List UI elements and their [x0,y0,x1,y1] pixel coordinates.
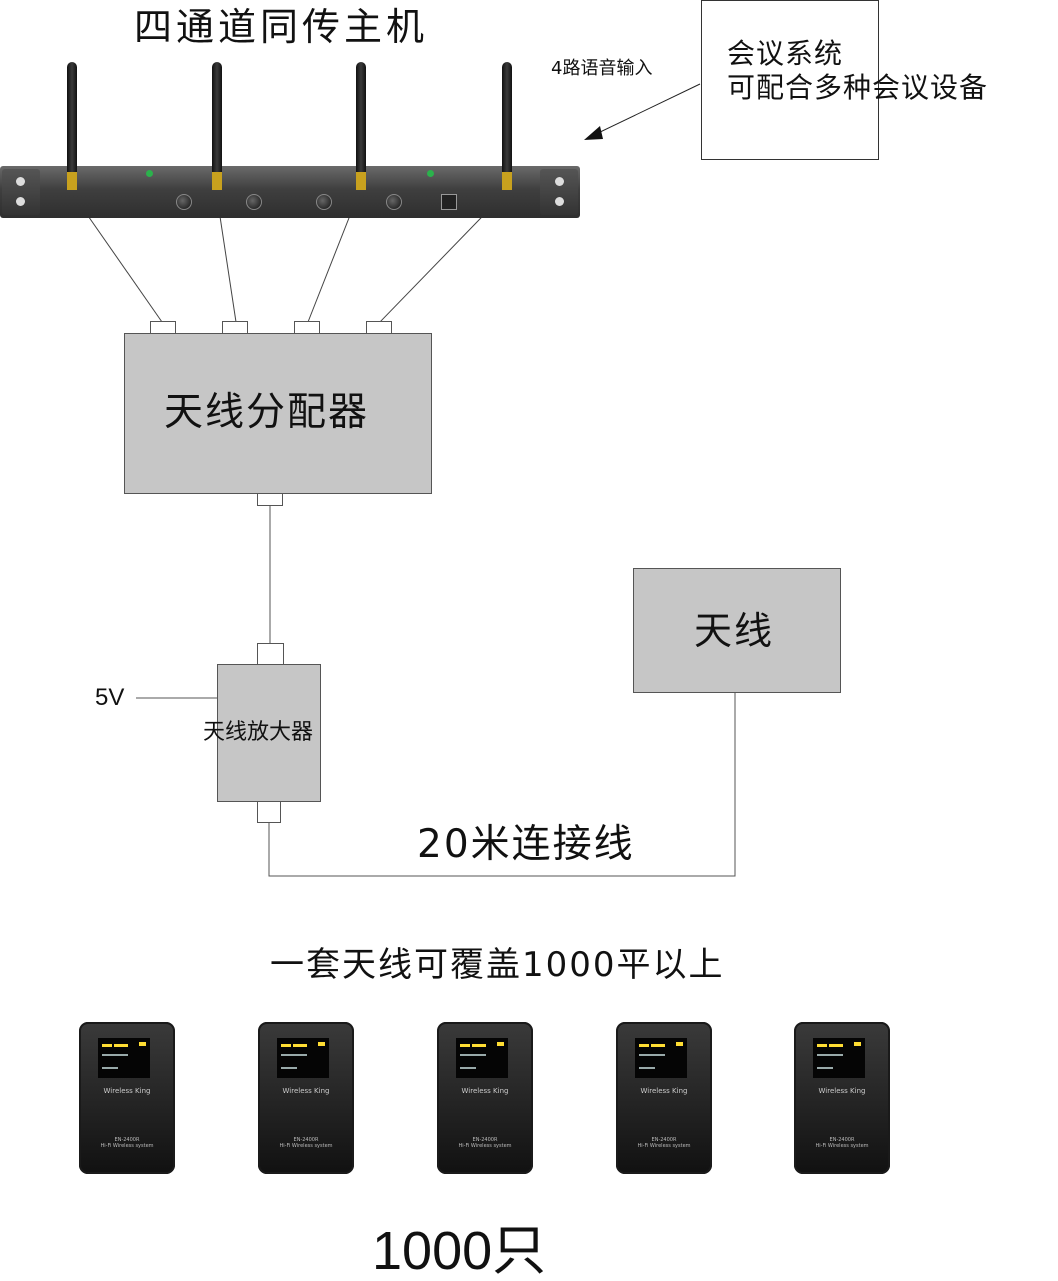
rack-ear-right [540,169,578,215]
status-led [427,170,434,177]
antenna-connector-1 [67,172,77,190]
receiver-model-subtitle: Hi-Fi Wireless system [637,1143,691,1149]
host-antenna-4 [502,62,512,174]
antenna-amplifier-label: 天线放大器 [203,720,314,745]
antenna-connector-3 [356,172,366,190]
voice-input-label: 4路语音输入 [551,58,653,79]
conference-devices-label: 可配合多种会议设备 [727,71,989,104]
rack-screw-hole [16,197,25,206]
splitter-output-port [257,493,283,506]
host-antenna-2 [212,62,222,174]
voltage-label: 5V [95,684,125,711]
receiver-brand: Wireless King [282,1087,330,1095]
receiver-model-subtitle: Hi-Fi Wireless system [815,1143,869,1149]
receiver-model-number: EN-2400R [829,1137,855,1143]
cable-label: 20米连接线 [417,822,635,867]
page-title: 四通道同传主机 [134,5,429,49]
receiver-model-subtitle: Hi-Fi Wireless system [100,1143,154,1149]
antenna-connector-2 [212,172,222,190]
receiver-brand: Wireless King [461,1087,509,1095]
amplifier-input-port [257,643,284,665]
rack-screw-hole [16,177,25,186]
antenna-amplifier [217,664,321,802]
receiver-brand: Wireless King [103,1087,151,1095]
receiver-display [813,1038,865,1078]
receiver-model-number: EN-2400R [114,1137,140,1143]
rack-screw-hole [555,177,564,186]
host-antenna-3 [356,62,366,174]
antenna-label: 天线 [694,609,775,653]
receiver-display [456,1038,508,1078]
host-unit [0,166,580,218]
antenna-splitter-label: 天线分配器 [164,390,370,435]
receiver-display [98,1038,150,1078]
knob-1 [176,194,192,210]
power-led [146,170,153,177]
input-arrow-line [595,83,701,135]
coverage-label: 一套天线可覆盖1000平以上 [270,945,725,985]
rack-screw-hole [555,197,564,206]
antenna-box [633,568,841,693]
knob-4 [386,194,402,210]
amplifier-output-port [257,801,281,823]
dc-power-jack [441,194,457,210]
receiver-model-number: EN-2400R [293,1137,319,1143]
receiver-brand: Wireless King [640,1087,688,1095]
receiver-model-number: EN-2400R [651,1137,677,1143]
knob-2 [246,194,262,210]
receiver-brand: Wireless King [818,1087,866,1095]
receiver-model-subtitle: Hi-Fi Wireless system [458,1143,512,1149]
host-antenna-1 [67,62,77,174]
antenna-splitter [124,333,432,494]
rack-ear-left [2,169,40,215]
conference-system-label: 会议系统 [727,37,844,70]
receiver-display [635,1038,687,1078]
input-arrow-head [584,126,603,140]
receiver-display [277,1038,329,1078]
receiver-model-subtitle: Hi-Fi Wireless system [279,1143,333,1149]
conference-system-box [701,0,879,160]
quantity-label: 1000只 [372,1221,547,1281]
knob-3 [316,194,332,210]
antenna-connector-4 [502,172,512,190]
receiver-model-number: EN-2400R [472,1137,498,1143]
